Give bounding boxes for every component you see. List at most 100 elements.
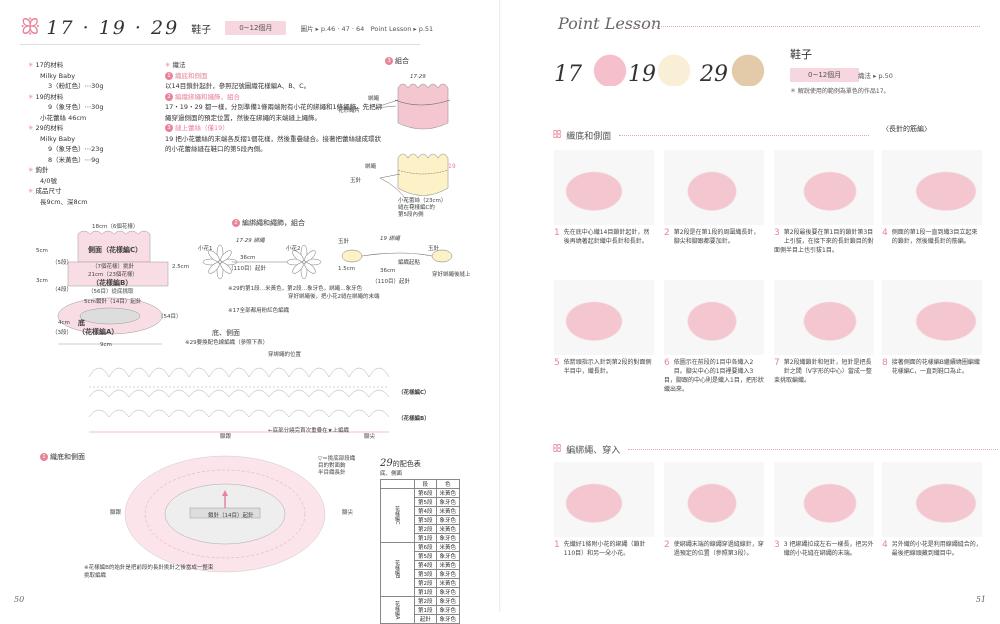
method-title: 織法 [173,61,186,69]
tip-title: 〈長針的筋編〉 [882,124,931,134]
step-photo [554,280,654,355]
age-badge: 0~12個月 [225,21,286,35]
material-line: 小花蕾絲 46cm [28,113,148,124]
flower1-label: 小花1 [198,244,213,252]
ties-15: 1.5cm [338,266,355,272]
material-line: ✳ 17的材料 [28,60,148,71]
pattern-numbers: 17 · 19 · 29 [46,17,179,39]
color-table-num: 29 [380,458,393,469]
right-age-badge: 0~12個月 [790,68,859,82]
step-photo [664,150,764,225]
shoe-title: 鞋子 [790,46,812,62]
size-9cm: 9cm [100,342,112,348]
material-line: 4/0號 [28,176,148,187]
page-number-left: 50 [14,595,24,604]
sole-note: ▽＝挑底部段織 目的對面鉤 半目織長針 [318,456,355,477]
strap-label: 綁繩 [368,94,379,102]
size-3cm: 3cm [36,278,48,284]
ties-end-2: 玉針 [428,244,439,252]
ties-end-1: 玉針 [338,237,349,245]
step-caption: 4另外織的小花是利用線繩縫合的，最後把線頭藏到織目中。 [882,540,982,558]
step-caption: 2使綁繩末端的線繩穿過縫線針，穿過預定的位置（參照第3段）。 [664,540,764,558]
size-5cm: 5cm [36,248,48,254]
thumb-17 [588,48,632,86]
flower-strap-label: 花形繩片 [338,106,360,114]
color-table-subtitle: 底、側面 [380,469,460,477]
right-note: ＊ 解說使用的範例為單色的作品17。 [790,86,890,95]
size-4th: （4段） [52,285,72,293]
color-table: 29的配色表 底、側面 段色花樣編C第6段米黃色第5段象牙色第4段米黃色第3段象… [380,458,460,624]
continue-note: ←底部分繞完首次重疊在★上編織 [268,426,349,434]
len-36: 36cm [240,255,255,261]
material-line: 9（象牙色）⋯23g [28,144,148,155]
size-3th: （3段） [52,328,72,336]
step-photo [554,462,654,537]
size-side: 側面（花樣編C） [88,245,142,255]
table-row: 花樣編B第6段米黃色 [381,543,460,552]
step-photo [774,462,874,537]
page-reference: 圖片 ▸ p.46 · 47 · 64 Point Lesson ▸ p.51 [300,23,433,33]
step-caption: 5依箭頭指示入針到第2段的對面側半目中，織長針。 [554,358,654,376]
size-top: 18cm（6個花樣） [92,222,138,230]
step-photo [664,462,764,537]
step-photo [882,280,982,355]
assembly-diagram [340,78,490,258]
size-a2: （花樣編A） [78,327,118,337]
step-photo [882,150,982,225]
right-page: Point Lesson 17 19 29 鞋子 0~12個月 織法 ▸ p.5… [500,0,1000,612]
len-110-b: （110目）起針 [372,277,410,285]
bow-icon: ꕥ [20,17,40,39]
len-110: （110目）起針 [228,264,266,272]
size-21: 21cm（23個花樣） [88,270,138,278]
sole-start: 鎖針（14目）起針 [208,511,254,519]
bow-icon: ꕥ [552,442,562,456]
sole-heel: 腳跟 [110,508,121,516]
step-photo [774,280,874,355]
step-photo [664,280,764,355]
step-photo [774,150,874,225]
ties-note2: ※17全部都用粉紅色編織 [228,306,289,314]
ties-note3: 穿好綁繩後，把小花2縫在綁繩的末端 [288,292,380,300]
material-line: Milky Baby [28,71,148,82]
len-36-b: 36cm [380,268,395,274]
size-56: （56目）從底挑取 [88,287,134,295]
star-icon: ✳ [28,187,36,195]
sole-bottom-note: ※花樣編B的始針是把前段的長針挑針之後當成一整束挑取編織 [84,564,214,580]
header-divider [20,44,420,45]
step-caption: 33 把綁繩拉成左右一樣長，把另外織的小花縫在綁繩的末端。 [774,540,874,558]
color-table-title: 的配色表 [393,460,421,468]
lesson-num-17: 17 [554,62,582,87]
page-number-right: 51 [976,595,986,604]
ties-note5: 編織起點 [398,258,420,266]
ties-note1: ※29的第1段…米黃色，第2段…象牙色，綁繩…象牙色 [228,284,362,292]
size-54: （54目） [158,312,182,320]
end-label: 玉針 [350,176,361,184]
section2-heading: ꕥ編綁繩、穿入 [552,442,998,456]
star-icon: ✳ [28,61,36,69]
size-5th: （5段） [52,258,72,266]
material-line: 9（象牙色）⋯30g [28,102,148,113]
ties-note4: 穿好綁繩後縫上 [432,270,471,278]
material-line: Milky Baby [28,134,148,145]
material-line: 8（米黃色）⋯9g [28,155,148,166]
thumb-19 [652,48,696,86]
lesson-num-29: 29 [700,62,728,87]
pattern-title: 鞋子 [191,21,211,36]
left-header: ꕥ 17 · 19 · 29 鞋子 0~12個月 圖片 ▸ p.46 · 47 … [20,14,433,42]
point-lesson-line [630,26,980,27]
sole-toe: 腳尖 [342,508,353,516]
assemble-heading: 3組合 [385,56,409,66]
